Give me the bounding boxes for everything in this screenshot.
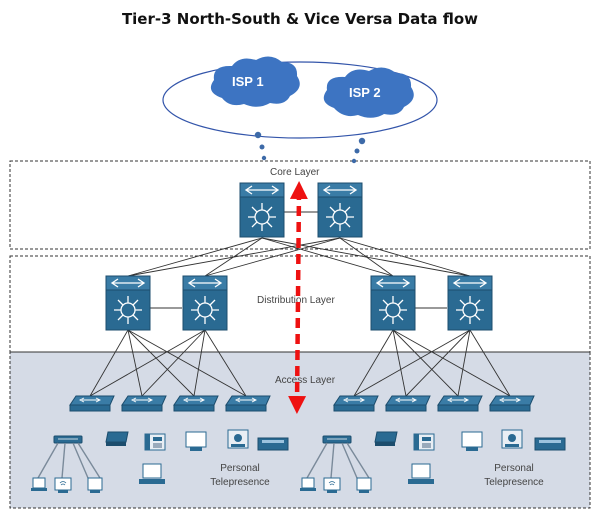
wireless-ap-icon — [53, 435, 83, 444]
multilayer-switch-icon — [447, 275, 493, 331]
pc-icon — [139, 463, 165, 484]
multilayer-switch-icon — [182, 275, 228, 331]
wireless-ap-icon — [322, 435, 352, 444]
pc-icon — [408, 463, 434, 484]
multilayer-switch-icon — [105, 275, 151, 331]
diagram-title: Tier-3 North-South & Vice Versa Data flo… — [121, 10, 479, 28]
personal-telepresence-label-left: Personal — [220, 463, 259, 474]
multilayer-switch-icon — [370, 275, 416, 331]
access-switch-icon — [173, 395, 219, 412]
laptop-icon — [31, 477, 47, 491]
access-switch-icon — [225, 395, 271, 412]
endpoint-cluster-right: Personal Telepresence — [300, 429, 566, 493]
isp-2-label: ISP 2 — [349, 85, 381, 100]
pc-icon — [54, 477, 72, 493]
access-switch-icon — [121, 395, 167, 412]
pc-icon — [356, 477, 372, 493]
printer-icon — [257, 437, 289, 451]
laptop-icon — [300, 477, 316, 491]
isp-1-label: ISP 1 — [232, 74, 264, 89]
printer-icon — [534, 437, 566, 451]
multilayer-switch-icon — [239, 182, 285, 238]
cloud-icon: ISP 2 — [323, 67, 414, 118]
ip-phone-icon — [144, 433, 166, 451]
cloud-icon: ISP 1 — [210, 56, 300, 107]
telepresence-codec-icon — [105, 431, 129, 446]
access-switch-icon — [333, 395, 379, 412]
pc-icon — [185, 431, 207, 451]
video-phone-icon — [227, 429, 249, 449]
access-switch-icon — [69, 395, 115, 412]
telepresence-codec-icon — [374, 431, 398, 446]
video-phone-icon — [501, 429, 523, 449]
personal-telepresence-label-left-2: Telepresence — [210, 477, 270, 488]
access-layer-label: Access Layer — [275, 375, 336, 386]
north-south-flow-arrow — [288, 181, 308, 414]
multilayer-switch-icon — [317, 182, 363, 238]
core-layer-label: Core Layer — [270, 167, 320, 178]
access-switch-icon — [489, 395, 535, 412]
access-switch-icon — [385, 395, 431, 412]
ip-phone-icon — [413, 433, 435, 451]
personal-telepresence-label-right: Personal — [494, 463, 533, 474]
pc-icon — [323, 477, 341, 493]
distribution-access-links — [89, 329, 511, 397]
pc-icon — [461, 431, 483, 451]
pc-icon — [87, 477, 103, 493]
endpoint-cluster-left: Personal Telepresence — [31, 429, 289, 493]
personal-telepresence-label-right-2: Telepresence — [484, 477, 544, 488]
access-switch-icon — [437, 395, 483, 412]
isp-connection-dots — [254, 131, 366, 164]
